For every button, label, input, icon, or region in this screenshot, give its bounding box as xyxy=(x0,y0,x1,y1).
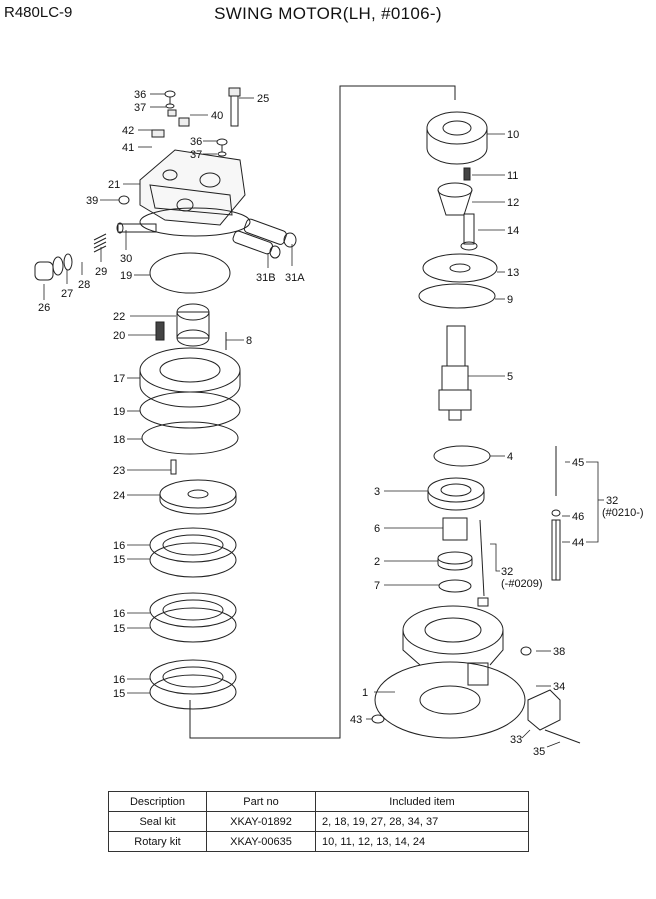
callout-1: 1 xyxy=(362,687,368,699)
callout-22: 22 xyxy=(113,311,125,323)
callout-40: 40 xyxy=(211,110,223,122)
callout-32: 32 xyxy=(501,566,513,578)
valve-block-drawing xyxy=(116,87,297,259)
callout-20: 20 xyxy=(113,330,125,342)
callout-labels: 36 37 25 40 42 41 36 37 21 39 30 29 19 3… xyxy=(38,89,644,758)
callout-16: 16 xyxy=(113,540,125,552)
callout-36: 36 xyxy=(134,89,146,101)
callout-37: 37 xyxy=(134,102,146,114)
drive-shaft-drawing xyxy=(438,325,472,421)
gear-ring-drawing xyxy=(426,111,488,165)
callout-43: 43 xyxy=(350,714,362,726)
callout-41: 41 xyxy=(122,142,134,154)
table-row: Seal kit XKAY-01892 2, 18, 19, 27, 28, 3… xyxy=(108,811,529,832)
callout-2: 2 xyxy=(374,556,380,568)
callout-31b: 31B xyxy=(256,272,276,284)
callout-32: 32 xyxy=(606,495,618,507)
callout-45: 45 xyxy=(572,457,584,469)
cell-included-item: 10, 11, 12, 13, 14, 24 xyxy=(315,831,529,852)
callout-4: 4 xyxy=(507,451,513,463)
callout-8: 8 xyxy=(246,335,252,347)
cell-description: Seal kit xyxy=(108,811,207,832)
kit-table: Description Part no Included item Seal k… xyxy=(108,791,529,852)
callout-37: 37 xyxy=(190,149,202,161)
cell-part-no: XKAY-00635 xyxy=(206,831,316,852)
cell-part-no: XKAY-01892 xyxy=(206,811,316,832)
callout-3: 3 xyxy=(374,486,380,498)
callout-6: 6 xyxy=(374,523,380,535)
cylinder-block-drawing xyxy=(139,347,241,408)
callout-36: 36 xyxy=(190,136,202,148)
callout-16: 16 xyxy=(113,674,125,686)
callout-13: 13 xyxy=(507,267,519,279)
col-included-item: Included item xyxy=(315,791,529,812)
callout-25: 25 xyxy=(257,93,269,105)
callout-12: 12 xyxy=(507,197,519,209)
pin-drawing xyxy=(170,459,177,475)
callout-10: 10 xyxy=(507,129,519,141)
callout-19: 19 xyxy=(120,270,132,282)
callout-44: 44 xyxy=(572,537,584,549)
callout-16: 16 xyxy=(113,608,125,620)
model-code: R480LC-9 xyxy=(4,4,73,21)
ball-guide-drawing xyxy=(437,182,473,216)
callout-46: 46 xyxy=(572,511,584,523)
friction-plates-drawing xyxy=(149,527,237,710)
cell-included-item: 2, 18, 19, 27, 28, 34, 37 xyxy=(315,811,529,832)
callout-19: 19 xyxy=(113,406,125,418)
roller-bearing-drawing xyxy=(427,477,485,511)
callout-42: 42 xyxy=(122,125,134,137)
callout-24: 24 xyxy=(113,490,125,502)
bushing-drawing xyxy=(442,517,468,541)
casing-drawing xyxy=(371,605,581,744)
snap-ring-drawing xyxy=(438,579,472,593)
callout-38: 38 xyxy=(553,646,565,658)
callout-14: 14 xyxy=(507,225,519,237)
callout-32-note: (#0210-) xyxy=(602,507,644,519)
set-plate-drawing xyxy=(422,213,498,283)
o-ring-drawing xyxy=(139,391,241,429)
col-description: Description xyxy=(108,791,207,812)
callout-26: 26 xyxy=(38,302,50,314)
plug-spring-drawing xyxy=(34,233,107,281)
callout-35: 35 xyxy=(533,746,545,758)
callout-28: 28 xyxy=(78,279,90,291)
connector-lines xyxy=(189,85,456,739)
callout-5: 5 xyxy=(507,371,513,383)
callout-17: 17 xyxy=(113,373,125,385)
callout-29: 29 xyxy=(95,266,107,278)
callout-15: 15 xyxy=(113,688,125,700)
exploded-parts-diagram: 36 37 25 40 42 41 36 37 21 39 30 29 19 3… xyxy=(34,85,644,758)
shoe-plate-drawing xyxy=(418,283,496,309)
callout-31a: 31A xyxy=(285,272,305,284)
callout-30: 30 xyxy=(120,253,132,265)
page-title: SWING MOTOR(LH, #0106-) xyxy=(214,4,442,23)
callout-27: 27 xyxy=(61,288,73,300)
spring-drawing xyxy=(463,167,471,181)
leader-lines xyxy=(43,93,604,748)
callout-21: 21 xyxy=(108,179,120,191)
callout-32-note: (-#0209) xyxy=(501,578,543,590)
o-ring-drawing xyxy=(149,252,231,294)
callout-15: 15 xyxy=(113,623,125,635)
callout-33: 33 xyxy=(510,734,522,746)
needle-bearing-drawing xyxy=(155,303,227,350)
callout-23: 23 xyxy=(113,465,125,477)
oil-seal-drawing xyxy=(437,551,473,571)
callout-7: 7 xyxy=(374,580,380,592)
table-header-row: Description Part no Included item xyxy=(108,791,529,812)
callout-39: 39 xyxy=(86,195,98,207)
table-row: Rotary kit XKAY-00635 10, 11, 12, 13, 14… xyxy=(108,831,529,852)
callout-34: 34 xyxy=(553,681,565,693)
valve-plate-drawing xyxy=(159,479,237,515)
callout-9: 9 xyxy=(507,294,513,306)
callout-18: 18 xyxy=(113,434,125,446)
snap-ring-drawing xyxy=(433,445,491,467)
o-ring-drawing xyxy=(141,421,239,455)
cell-description: Rotary kit xyxy=(108,831,207,852)
callout-15: 15 xyxy=(113,554,125,566)
col-part-no: Part no xyxy=(206,791,316,812)
level-gauge-drawing xyxy=(477,446,561,607)
callout-11: 11 xyxy=(507,170,518,182)
